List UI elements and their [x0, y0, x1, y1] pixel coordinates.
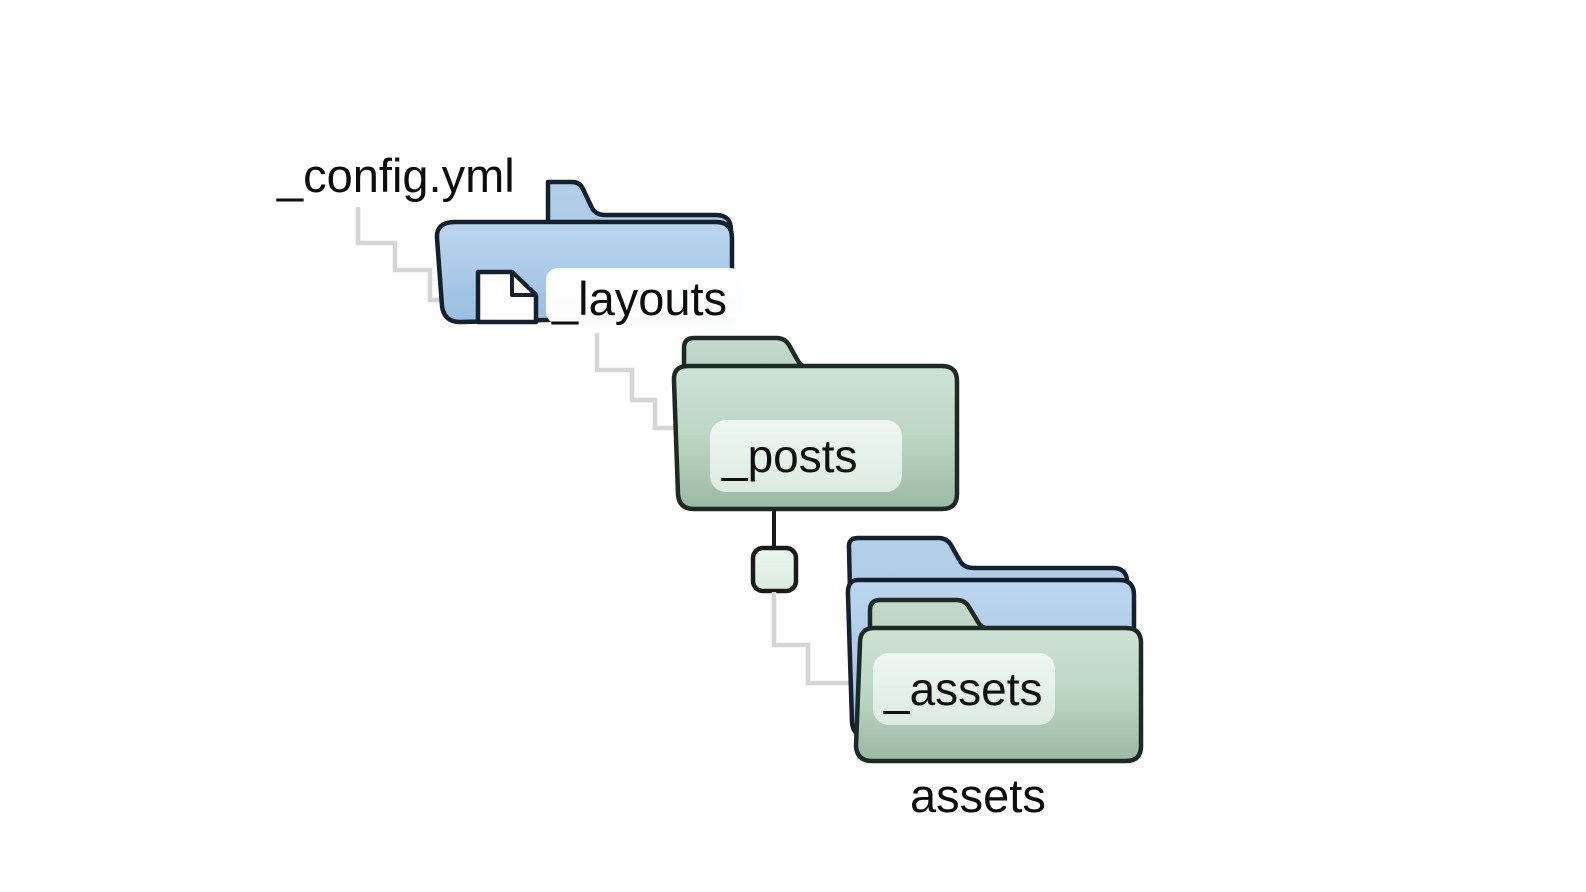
edge-junction-to-assets	[771, 592, 862, 686]
folder-assets-label-chip	[873, 653, 1055, 725]
junction-node[interactable]	[750, 545, 799, 594]
config-yml-label: _config.yml	[276, 149, 515, 202]
edge-config-to-layouts	[355, 207, 498, 303]
folder-posts-label-chip	[710, 420, 902, 492]
junction-square	[750, 545, 799, 594]
folder-layouts-label-chip	[546, 268, 742, 324]
edge-layouts-to-posts	[594, 333, 700, 431]
folder-layouts[interactable]: _layouts	[434, 179, 742, 325]
folder-assets-label: _assets	[883, 663, 1043, 715]
folder-posts[interactable]: _posts	[671, 335, 960, 512]
folder-posts-label: _posts	[721, 430, 858, 482]
folder-layouts-label: _layouts	[551, 272, 727, 325]
folder-assets-stack[interactable]: _assets	[845, 535, 1144, 764]
document-icon	[475, 269, 539, 325]
folder-assets-caption: assets	[910, 769, 1046, 822]
